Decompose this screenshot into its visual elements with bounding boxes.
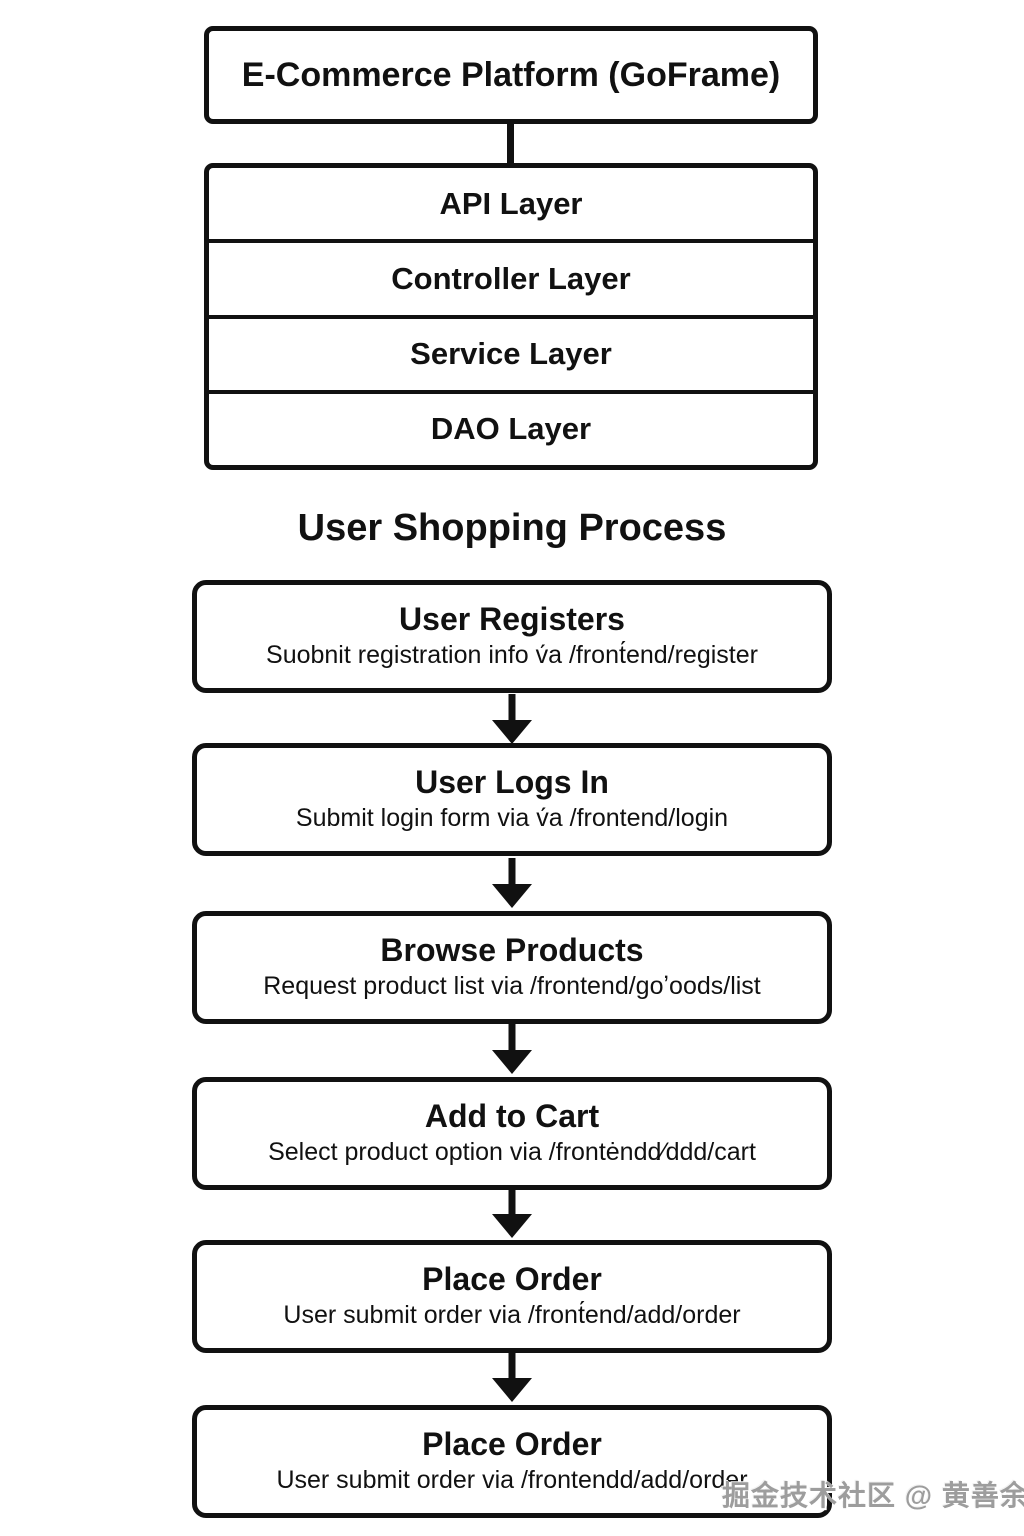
arrow-down-icon bbox=[492, 1188, 532, 1238]
step-heading: User Logs In bbox=[415, 764, 609, 801]
arrow-down-icon bbox=[492, 1352, 532, 1402]
layers-box: API Layer Controller Layer Service Layer… bbox=[204, 163, 818, 470]
process-title: User Shopping Process bbox=[297, 507, 727, 549]
arrow-down-icon bbox=[492, 694, 532, 744]
layer-row-service: Service Layer bbox=[209, 314, 813, 390]
step-description: User submit order via /frontendd/add/ord… bbox=[276, 1466, 748, 1495]
step-box-user-logs-in: User Logs In Submit login form via v́a /… bbox=[192, 743, 832, 856]
arrow-down-icon bbox=[492, 1024, 532, 1074]
step-heading: Add to Cart bbox=[424, 1098, 600, 1135]
arrow-down-icon bbox=[492, 858, 532, 908]
layer-row-controller: Controller Layer bbox=[209, 239, 813, 314]
step-description: Select product option via /frontėndd⁄ddd… bbox=[268, 1138, 756, 1167]
step-description: Request product list via /frontend/goʼoo… bbox=[263, 972, 761, 1001]
layer-label-api: API Layer bbox=[439, 185, 583, 221]
step-description: User submit order via /front́end/add/ord… bbox=[283, 1301, 741, 1330]
step-description: Submit login form via v́a /frontend/logi… bbox=[295, 804, 729, 833]
step-box-browse-products: Browse Products Request product list via… bbox=[192, 911, 832, 1024]
layer-label-dao: DAO Layer bbox=[430, 411, 592, 447]
platform-box: E-Commerce Platform (GoFrame) bbox=[204, 26, 818, 124]
layer-row-api: API Layer bbox=[209, 168, 813, 239]
step-box-place-order-1: Place Order User submit order via /front… bbox=[192, 1240, 832, 1353]
step-description: Suobnit registration info v́a /front́end… bbox=[266, 641, 758, 670]
step-heading: Place Order bbox=[422, 1426, 602, 1463]
step-box-user-registers: User Registers Suobnit registration info… bbox=[192, 580, 832, 693]
connector-line bbox=[507, 122, 514, 166]
layer-row-dao: DAO Layer bbox=[209, 389, 813, 465]
step-box-add-to-cart: Add to Cart Select product option via /f… bbox=[192, 1077, 832, 1190]
step-box-place-order-2: Place Order User submit order via /front… bbox=[192, 1405, 832, 1518]
watermark: 掘金技术社区 @ 黄善余 bbox=[722, 1480, 1024, 1511]
step-heading: User Registers bbox=[399, 601, 625, 638]
step-heading: Browse Products bbox=[380, 932, 644, 969]
layer-label-controller: Controller Layer bbox=[391, 260, 631, 296]
layer-label-service: Service Layer bbox=[410, 336, 612, 372]
step-heading: Place Order bbox=[422, 1261, 602, 1298]
platform-label: E-Commerce Platform (GoFrame) bbox=[241, 55, 781, 94]
